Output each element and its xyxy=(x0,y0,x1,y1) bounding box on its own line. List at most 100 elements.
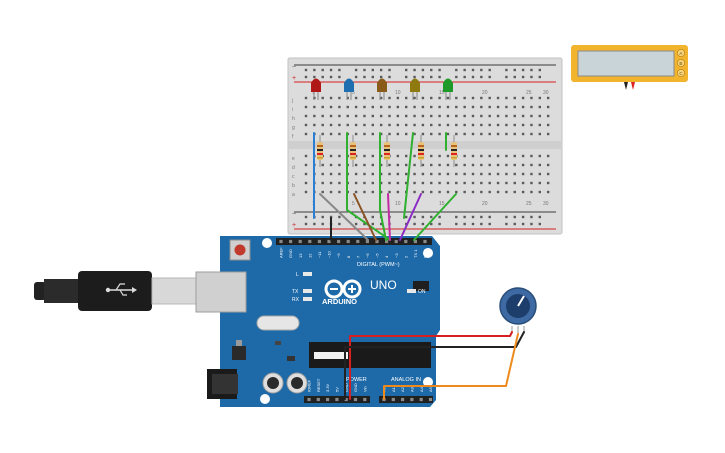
rail-hole[interactable] xyxy=(480,222,483,226)
header-pin[interactable] xyxy=(317,239,321,244)
breadboard-hole[interactable] xyxy=(363,172,366,176)
breadboard-hole[interactable] xyxy=(329,172,333,176)
header-pin[interactable] xyxy=(356,239,360,244)
rail-hole[interactable] xyxy=(363,75,366,79)
breadboard-hole[interactable] xyxy=(363,154,366,158)
breadboard-hole[interactable] xyxy=(488,132,491,136)
breadboard-hole[interactable] xyxy=(338,172,341,176)
breadboard-hole[interactable] xyxy=(363,96,366,100)
rail-hole[interactable] xyxy=(313,68,316,72)
breadboard-hole[interactable] xyxy=(329,190,333,194)
breadboard-hole[interactable] xyxy=(455,132,458,136)
rail-hole[interactable] xyxy=(455,215,458,219)
breadboard-hole[interactable] xyxy=(354,105,358,109)
rail-hole[interactable] xyxy=(530,68,533,72)
breadboard-hole[interactable] xyxy=(438,181,441,185)
breadboard-hole[interactable] xyxy=(371,96,374,100)
breadboard-hole[interactable] xyxy=(496,190,500,194)
breadboard-hole[interactable] xyxy=(513,96,516,100)
breadboard-hole[interactable] xyxy=(430,163,433,167)
rail-hole[interactable] xyxy=(480,215,483,219)
breadboard-hole[interactable] xyxy=(321,105,324,109)
breadboard-hole[interactable] xyxy=(329,163,333,167)
breadboard-hole[interactable] xyxy=(471,190,475,194)
breadboard-hole[interactable] xyxy=(513,154,516,158)
breadboard-hole[interactable] xyxy=(413,154,416,158)
wire-brown[interactable] xyxy=(353,193,377,241)
header-pin[interactable] xyxy=(344,397,348,402)
breadboard-hole[interactable] xyxy=(446,105,450,109)
rail-hole[interactable] xyxy=(354,75,358,79)
breadboard-hole[interactable] xyxy=(496,114,500,118)
breadboard-hole[interactable] xyxy=(521,132,525,136)
breadboard-hole[interactable] xyxy=(321,190,324,194)
breadboard-hole[interactable] xyxy=(530,190,533,194)
breadboard-hole[interactable] xyxy=(321,96,324,100)
rail-hole[interactable] xyxy=(379,222,383,226)
rail-hole[interactable] xyxy=(338,215,341,219)
rail-hole[interactable] xyxy=(354,68,358,72)
breadboard-hole[interactable] xyxy=(363,105,366,109)
rail-hole[interactable] xyxy=(338,68,341,72)
breadboard-hole[interactable] xyxy=(396,123,400,127)
breadboard-hole[interactable] xyxy=(396,172,400,176)
breadboard-hole[interactable] xyxy=(304,114,308,118)
breadboard-hole[interactable] xyxy=(521,163,525,167)
breadboard-hole[interactable] xyxy=(521,96,525,100)
rail-hole[interactable] xyxy=(304,75,308,79)
breadboard-hole[interactable] xyxy=(304,123,308,127)
breadboard-hole[interactable] xyxy=(513,181,516,185)
rail-hole[interactable] xyxy=(521,215,525,219)
breadboard-hole[interactable] xyxy=(521,172,525,176)
breadboard-hole[interactable] xyxy=(388,172,391,176)
breadboard-hole[interactable] xyxy=(480,96,483,100)
display-probe-red[interactable] xyxy=(631,82,635,90)
breadboard-hole[interactable] xyxy=(405,96,408,100)
breadboard-hole[interactable] xyxy=(430,132,433,136)
breadboard-hole[interactable] xyxy=(321,132,324,136)
breadboard-hole[interactable] xyxy=(471,172,475,176)
breadboard-hole[interactable] xyxy=(379,132,383,136)
breadboard-hole[interactable] xyxy=(438,163,441,167)
breadboard-hole[interactable] xyxy=(396,105,400,109)
rail-hole[interactable] xyxy=(480,75,483,79)
breadboard-hole[interactable] xyxy=(354,96,358,100)
breadboard-hole[interactable] xyxy=(329,132,333,136)
breadboard-hole[interactable] xyxy=(496,163,500,167)
led-brown[interactable] xyxy=(377,78,387,101)
breadboard-hole[interactable] xyxy=(521,190,525,194)
breadboard-hole[interactable] xyxy=(396,181,400,185)
breadboard-hole[interactable] xyxy=(513,123,516,127)
breadboard-hole[interactable] xyxy=(405,123,408,127)
breadboard-hole[interactable] xyxy=(480,154,483,158)
breadboard-hole[interactable] xyxy=(430,181,433,185)
rail-hole[interactable] xyxy=(354,222,358,226)
rail-hole[interactable] xyxy=(488,68,491,72)
header-pin[interactable] xyxy=(413,239,417,244)
breadboard-hole[interactable] xyxy=(371,114,374,118)
breadboard-hole[interactable] xyxy=(338,114,341,118)
breadboard-hole[interactable] xyxy=(363,132,366,136)
header-pin[interactable] xyxy=(337,239,341,244)
rail-hole[interactable] xyxy=(538,222,541,226)
breadboard-hole[interactable] xyxy=(446,172,450,176)
breadboard-hole[interactable] xyxy=(513,163,516,167)
rail-hole[interactable] xyxy=(513,215,516,219)
breadboard-hole[interactable] xyxy=(329,114,333,118)
rail-hole[interactable] xyxy=(505,68,508,72)
rail-hole[interactable] xyxy=(405,68,408,72)
breadboard-hole[interactable] xyxy=(438,96,441,100)
breadboard-hole[interactable] xyxy=(496,96,500,100)
breadboard-hole[interactable] xyxy=(471,163,475,167)
breadboard-hole[interactable] xyxy=(505,190,508,194)
header-pin[interactable] xyxy=(365,239,369,244)
wire-green[interactable] xyxy=(413,193,457,241)
resistor-3[interactable] xyxy=(384,135,390,167)
header-pin[interactable] xyxy=(308,239,312,244)
rail-hole[interactable] xyxy=(413,215,416,219)
breadboard-hole[interactable] xyxy=(505,96,508,100)
breadboard-hole[interactable] xyxy=(538,96,541,100)
breadboard-hole[interactable] xyxy=(405,181,408,185)
reset-button[interactable] xyxy=(234,244,246,256)
rail-hole[interactable] xyxy=(329,68,333,72)
